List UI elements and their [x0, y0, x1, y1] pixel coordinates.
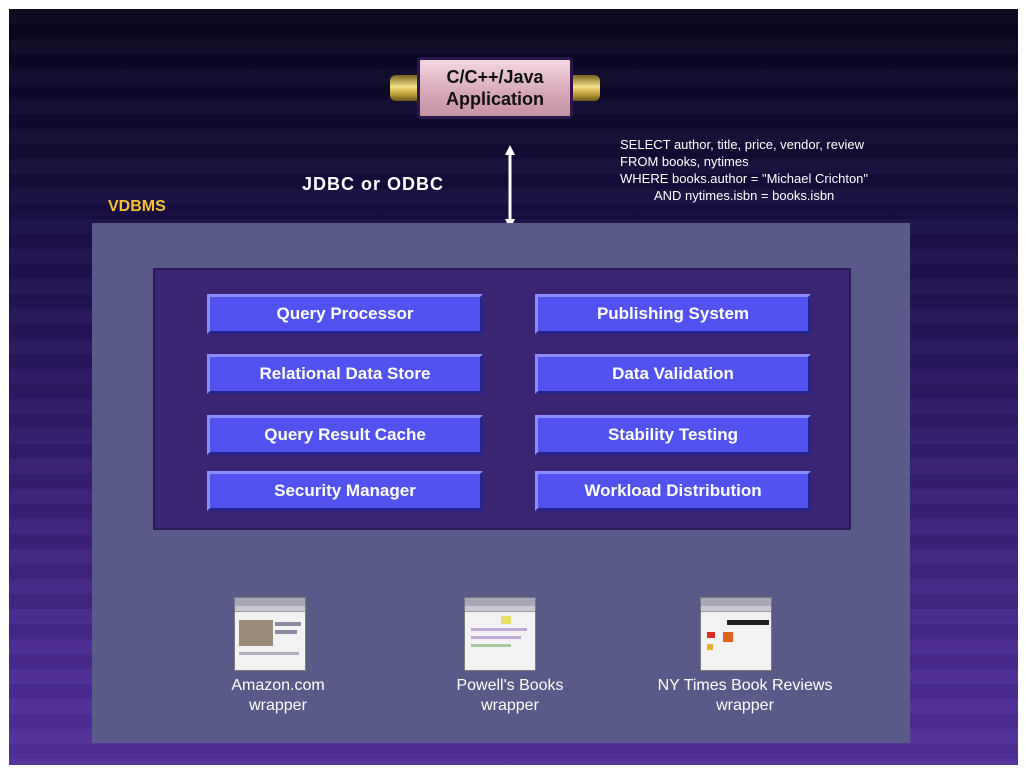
module-stability-testing: Stability Testing	[535, 415, 811, 455]
module-security-manager: Security Manager	[207, 471, 483, 511]
sql-line-where: WHERE books.author = "Michael Crichton"	[620, 171, 869, 186]
wrapper-label-powells: Powell's Books wrapper	[420, 676, 600, 716]
application-label-line1: C/C++/Java	[446, 67, 544, 87]
application-component: C/C++/Java Application	[390, 57, 600, 119]
wrapper-label-nytimes-line1: NY Times Book Reviews	[657, 677, 833, 694]
nytimes-screenshot-thumbnail	[700, 597, 772, 671]
vdbms-label: VDBMS	[108, 198, 166, 215]
module-query-result-cache: Query Result Cache	[207, 415, 483, 455]
module-publishing-system: Publishing System	[535, 294, 811, 334]
wrapper-label-amazon: Amazon.com wrapper	[188, 676, 368, 716]
module-query-processor: Query Processor	[207, 294, 483, 334]
sql-query: SELECT author, title, price, vendor, rev…	[620, 136, 868, 204]
wrapper-label-nytimes: NY Times Book Reviews wrapper	[640, 676, 850, 716]
amazon-screenshot-thumbnail	[234, 597, 306, 671]
wrapper-label-powells-line1: Powell's Books	[456, 677, 564, 694]
application-box: C/C++/Java Application	[417, 57, 573, 119]
wrapper-label-powells-line2: wrapper	[481, 697, 539, 714]
wrapper-label-amazon-line1: Amazon.com	[231, 677, 325, 694]
module-data-validation: Data Validation	[535, 354, 811, 394]
sql-line-and: AND nytimes.isbn = books.isbn	[654, 188, 835, 203]
connection-label: JDBC or ODBC	[302, 174, 445, 194]
powells-screenshot-thumbnail	[464, 597, 536, 671]
sql-line-select: SELECT author, title, price, vendor, rev…	[620, 137, 864, 152]
wrapper-label-amazon-line2: wrapper	[249, 697, 307, 714]
application-label-line2: Application	[446, 89, 544, 109]
module-workload-distribution: Workload Distribution	[535, 471, 811, 511]
wrapper-label-nytimes-line2: wrapper	[716, 697, 774, 714]
module-relational-data-store: Relational Data Store	[207, 354, 483, 394]
sql-line-from: FROM books, nytimes	[620, 154, 749, 169]
